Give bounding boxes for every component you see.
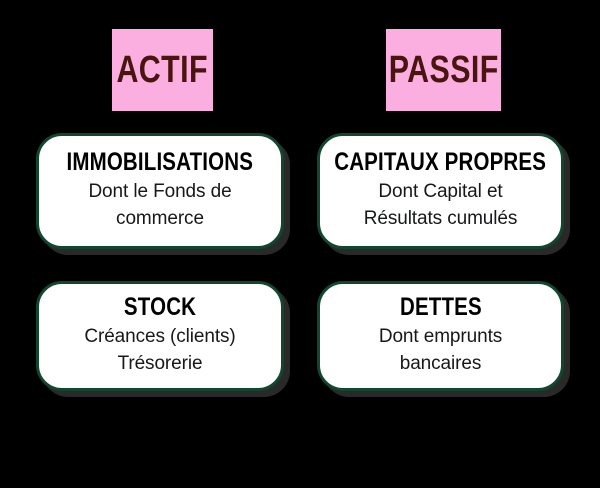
column-header-actif: ACTIF: [112, 29, 213, 111]
card-stock-body-line-1: Créances (clients): [84, 326, 236, 348]
card-capitaux-propres-body-line-1: Dont Capital et: [378, 181, 503, 203]
card-stock-title: STOCK: [123, 293, 197, 322]
card-dettes-body-line-1: Dont emprunts: [378, 326, 503, 348]
card-stock-body: Créances (clients) Trésorerie: [84, 324, 235, 378]
card-capitaux-propres: CAPITAUX PROPRES Dont Capital et Résulta…: [317, 133, 564, 249]
card-stock: STOCK Créances (clients) Trésorerie: [36, 281, 284, 391]
card-immobilisations-title: IMMOBILISATIONS: [66, 148, 254, 177]
card-immobilisations: IMMOBILISATIONS Dont le Fonds de commerc…: [36, 133, 284, 249]
card-capitaux-propres-body: Dont Capital et Résultats cumulés: [364, 179, 518, 233]
card-dettes: DETTES Dont emprunts bancaires: [317, 281, 564, 391]
card-capitaux-propres-body-line-2: Résultats cumulés: [363, 208, 518, 229]
column-header-passif: PASSIF: [386, 29, 501, 111]
column-headers: ACTIF PASSIF: [0, 29, 600, 111]
card-dettes-body-line-2: bancaires: [399, 353, 482, 374]
column-header-actif-label: ACTIF: [116, 49, 209, 91]
column-header-passif-label: PASSIF: [388, 49, 499, 91]
card-immobilisations-body-line-2: commerce: [116, 208, 204, 229]
card-stock-body-line-2: Trésorerie: [117, 353, 203, 374]
card-capitaux-propres-title: CAPITAUX PROPRES: [334, 148, 547, 177]
card-immobilisations-body: Dont le Fonds de commerce: [88, 179, 231, 233]
card-immobilisations-body-line-1: Dont le Fonds de: [88, 181, 232, 203]
card-dettes-title: DETTES: [399, 293, 482, 322]
card-dettes-body: Dont emprunts bancaires: [379, 324, 502, 378]
